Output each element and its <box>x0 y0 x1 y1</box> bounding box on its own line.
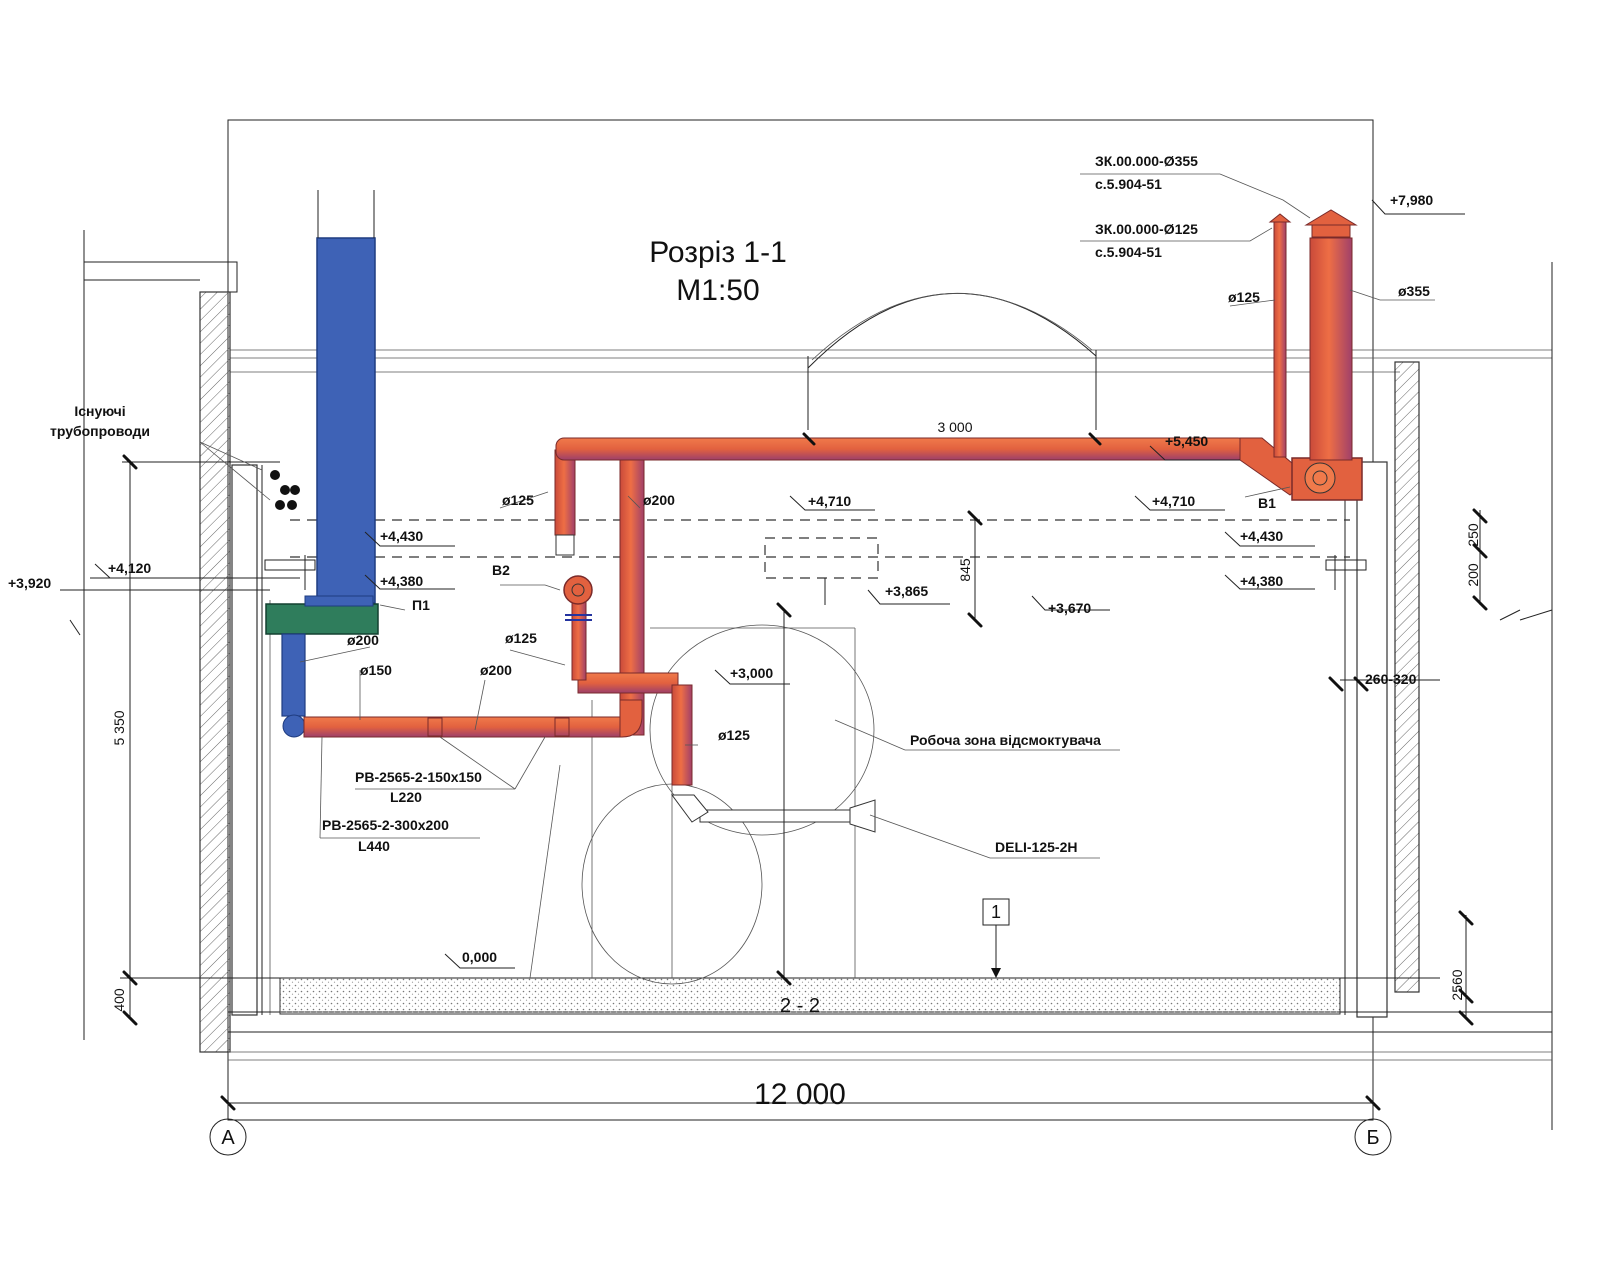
note-existing-pipes-1: Існуючі <box>74 403 125 419</box>
level-0000: 0,000 <box>462 949 497 965</box>
note-rv2-1: РВ-2565-2-300х200 <box>322 817 449 833</box>
building-structure <box>83 119 1553 1130</box>
dim-right-top: 250 <box>1465 523 1481 547</box>
dim-height: 5 350 <box>111 710 127 745</box>
note-zk355-2: с.5.904-51 <box>1095 176 1162 192</box>
note-work-zone: Робоча зона відсмоктувача <box>910 732 1101 748</box>
note-rv1-2: L220 <box>390 789 422 805</box>
level-3920: +3,920 <box>8 575 51 591</box>
section-scale: М1:50 <box>676 274 759 307</box>
level-5450: +5,450 <box>1165 433 1208 449</box>
note-rv2-2: L440 <box>358 838 390 854</box>
dim-base: 400 <box>111 988 127 1012</box>
fan-v2 <box>563 575 593 605</box>
axis-a: А <box>221 1127 235 1149</box>
section-mark: 1 <box>991 902 1001 922</box>
level-3000: +3,000 <box>730 665 773 681</box>
note-zk125-1: ЗК.00.000-Ø125 <box>1095 221 1198 237</box>
dim-right-low: 260-320 <box>1365 671 1417 687</box>
dim-duct-length: 3 000 <box>937 419 972 435</box>
supply-unit-p1 <box>265 603 379 635</box>
dim-right-bot: 2560 <box>1449 969 1465 1000</box>
note-deli: DELI-125-2H <box>995 839 1077 855</box>
dia-125-top: ø125 <box>1228 289 1260 305</box>
dia-200-c: ø200 <box>480 662 512 678</box>
level-4380-b: +4,380 <box>1240 573 1283 589</box>
dia-355: ø355 <box>1398 283 1430 299</box>
level-4710-b: +4,710 <box>1152 493 1195 509</box>
level-3670: +3,670 <box>1048 600 1091 616</box>
note-rv1-1: РВ-2565-2-150х150 <box>355 769 482 785</box>
level-7980: +7,980 <box>1390 192 1433 208</box>
floor-mark: 2 - 2 <box>780 995 820 1017</box>
note-zk355-1: ЗК.00.000-Ø355 <box>1095 153 1198 169</box>
note-zk125-2: с.5.904-51 <box>1095 244 1162 260</box>
labels: Розріз 1-1 М1:50 Існуючі трубопроводи Ро… <box>8 153 1481 1149</box>
dim-right-mid: 200 <box>1465 563 1481 587</box>
dim-845: 845 <box>957 558 973 582</box>
supply-drop <box>281 633 306 717</box>
axis-b: Б <box>1366 1127 1379 1149</box>
unit-v1: В1 <box>1258 495 1276 511</box>
dia-125-a: ø125 <box>502 492 534 508</box>
dia-200-b: ø200 <box>347 632 379 648</box>
supply-riser <box>316 237 376 604</box>
dia-125-c: ø125 <box>718 727 750 743</box>
level-3865: +3,865 <box>885 583 928 599</box>
dia-150: ø150 <box>360 662 392 678</box>
level-4430-a: +4,430 <box>380 528 423 544</box>
note-existing-pipes-2: трубопроводи <box>50 423 150 439</box>
section-title: Розріз 1-1 <box>649 236 787 269</box>
unit-p1: П1 <box>412 597 430 613</box>
ductwork <box>265 190 1363 833</box>
dia-125-b: ø125 <box>505 630 537 646</box>
dia-200-a: ø200 <box>643 492 675 508</box>
dim-span: 12 000 <box>754 1078 846 1111</box>
level-4120: +4,120 <box>108 560 151 576</box>
level-4380-a: +4,380 <box>380 573 423 589</box>
level-4430-b: +4,430 <box>1240 528 1283 544</box>
annotation-lines <box>60 173 1553 1156</box>
level-4710-a: +4,710 <box>808 493 851 509</box>
unit-v2: В2 <box>492 562 510 578</box>
